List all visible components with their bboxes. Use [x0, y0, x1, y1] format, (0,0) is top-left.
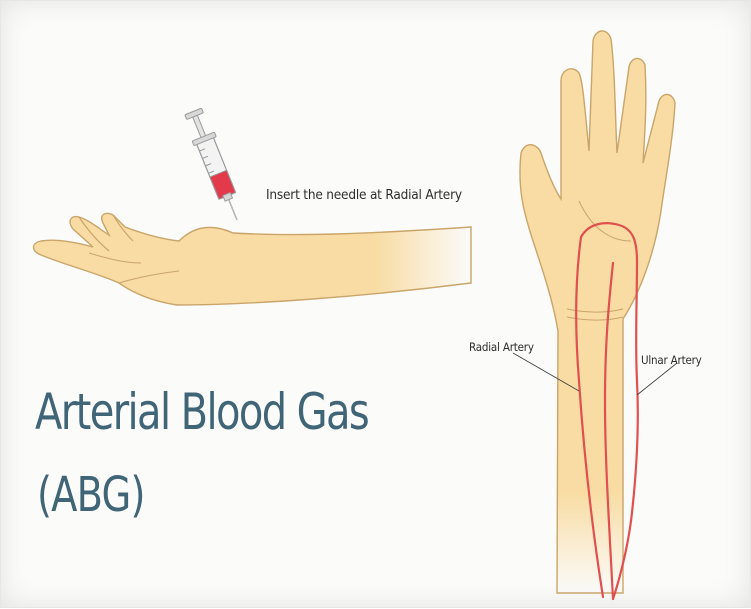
- page-title: Arterial Blood Gas: [35, 383, 368, 441]
- syringe: [182, 107, 248, 224]
- ulnar-pointer-line: [637, 363, 677, 395]
- needle-instruction-label: Insert the needle at Radial Artery: [266, 187, 462, 203]
- ulnar-artery-label: Ulnar Artery: [641, 353, 702, 367]
- horizontal-arm: [34, 213, 472, 305]
- vertical-arm: [520, 31, 675, 593]
- page-subtitle: (ABG): [37, 467, 145, 523]
- radial-artery-label: Radial Artery: [469, 340, 534, 354]
